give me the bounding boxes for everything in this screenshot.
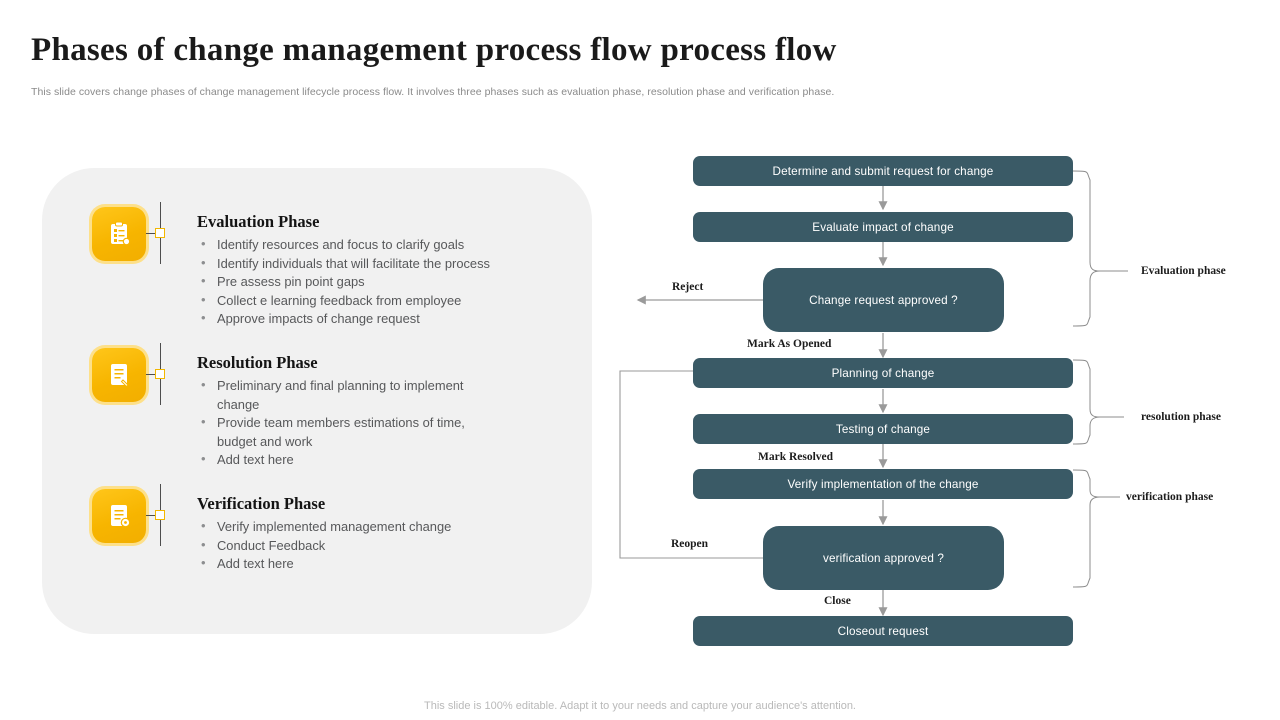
edge-label-mark-resolved: Mark Resolved <box>758 451 834 463</box>
phase-heading-resolution: Resolution Phase <box>197 353 318 372</box>
list-item: Pre assess pin point gaps <box>197 272 557 292</box>
connector-line-horizontal <box>146 515 160 516</box>
document-gear-icon <box>105 502 133 530</box>
connector-evaluation <box>146 202 172 264</box>
footer-note: This slide is 100% editable. Adapt it to… <box>424 700 856 712</box>
flow-node-verification-approved[interactable]: verification approved ? <box>763 526 1004 590</box>
bracket-label-resolution: resolution phase <box>1141 411 1221 423</box>
edge-label-reject: Reject <box>672 281 704 293</box>
flow-node-determine[interactable]: Determine and submit request for change <box>693 156 1073 186</box>
edge-label-reopen: Reopen <box>671 538 709 550</box>
bracket-label-evaluation: Evaluation phase <box>1141 265 1226 277</box>
phase-bullets-verification: Verify implemented management change Con… <box>197 517 457 574</box>
list-item: Add text here <box>197 450 487 470</box>
edge-label-mark-as-opened: Mark As Opened <box>747 338 832 350</box>
flow-node-planning[interactable]: Planning of change <box>693 358 1073 388</box>
phase-bullets-evaluation: Identify resources and focus to clarify … <box>197 235 557 329</box>
connector-verification <box>146 484 172 546</box>
flow-node-verify[interactable]: Verify implementation of the change <box>693 469 1073 499</box>
list-item: Add text here <box>197 554 457 574</box>
page-title: Phases of change management process flow… <box>31 32 837 68</box>
list-item: Collect e learning feedback from employe… <box>197 291 557 311</box>
connector-line-horizontal <box>146 233 160 234</box>
list-item: Provide team members estimations of time… <box>197 413 487 451</box>
page-subtitle: This slide covers change phases of chang… <box>31 86 835 98</box>
connector-line-horizontal <box>146 374 160 375</box>
connector-resolution <box>146 343 172 405</box>
document-pen-icon <box>105 361 133 389</box>
phase-bullets-resolution: Preliminary and final planning to implem… <box>197 376 487 470</box>
flow-node-change-approved[interactable]: Change request approved ? <box>763 268 1004 332</box>
list-item: Identify individuals that will facilitat… <box>197 254 557 274</box>
bracket-label-verification: verification phase <box>1126 491 1214 503</box>
phase-heading-verification: Verification Phase <box>197 494 326 513</box>
phase-icon-tile-resolution <box>92 348 146 402</box>
list-item: Preliminary and final planning to implem… <box>197 376 487 414</box>
connector-node <box>155 510 165 520</box>
phase-heading-evaluation: Evaluation Phase <box>197 212 320 231</box>
list-item: Conduct Feedback <box>197 536 457 556</box>
phase-icon-tile-evaluation <box>92 207 146 261</box>
list-item: Identify resources and focus to clarify … <box>197 235 557 255</box>
edge-label-close: Close <box>824 595 851 607</box>
flow-node-closeout[interactable]: Closeout request <box>693 616 1073 646</box>
connector-node <box>155 228 165 238</box>
connector-node <box>155 369 165 379</box>
list-item: Verify implemented management change <box>197 517 457 537</box>
phase-icon-tile-verification <box>92 489 146 543</box>
flow-node-testing[interactable]: Testing of change <box>693 414 1073 444</box>
flow-node-evaluate[interactable]: Evaluate impact of change <box>693 212 1073 242</box>
clipboard-checklist-icon <box>105 220 133 248</box>
list-item: Approve impacts of change request <box>197 309 557 329</box>
